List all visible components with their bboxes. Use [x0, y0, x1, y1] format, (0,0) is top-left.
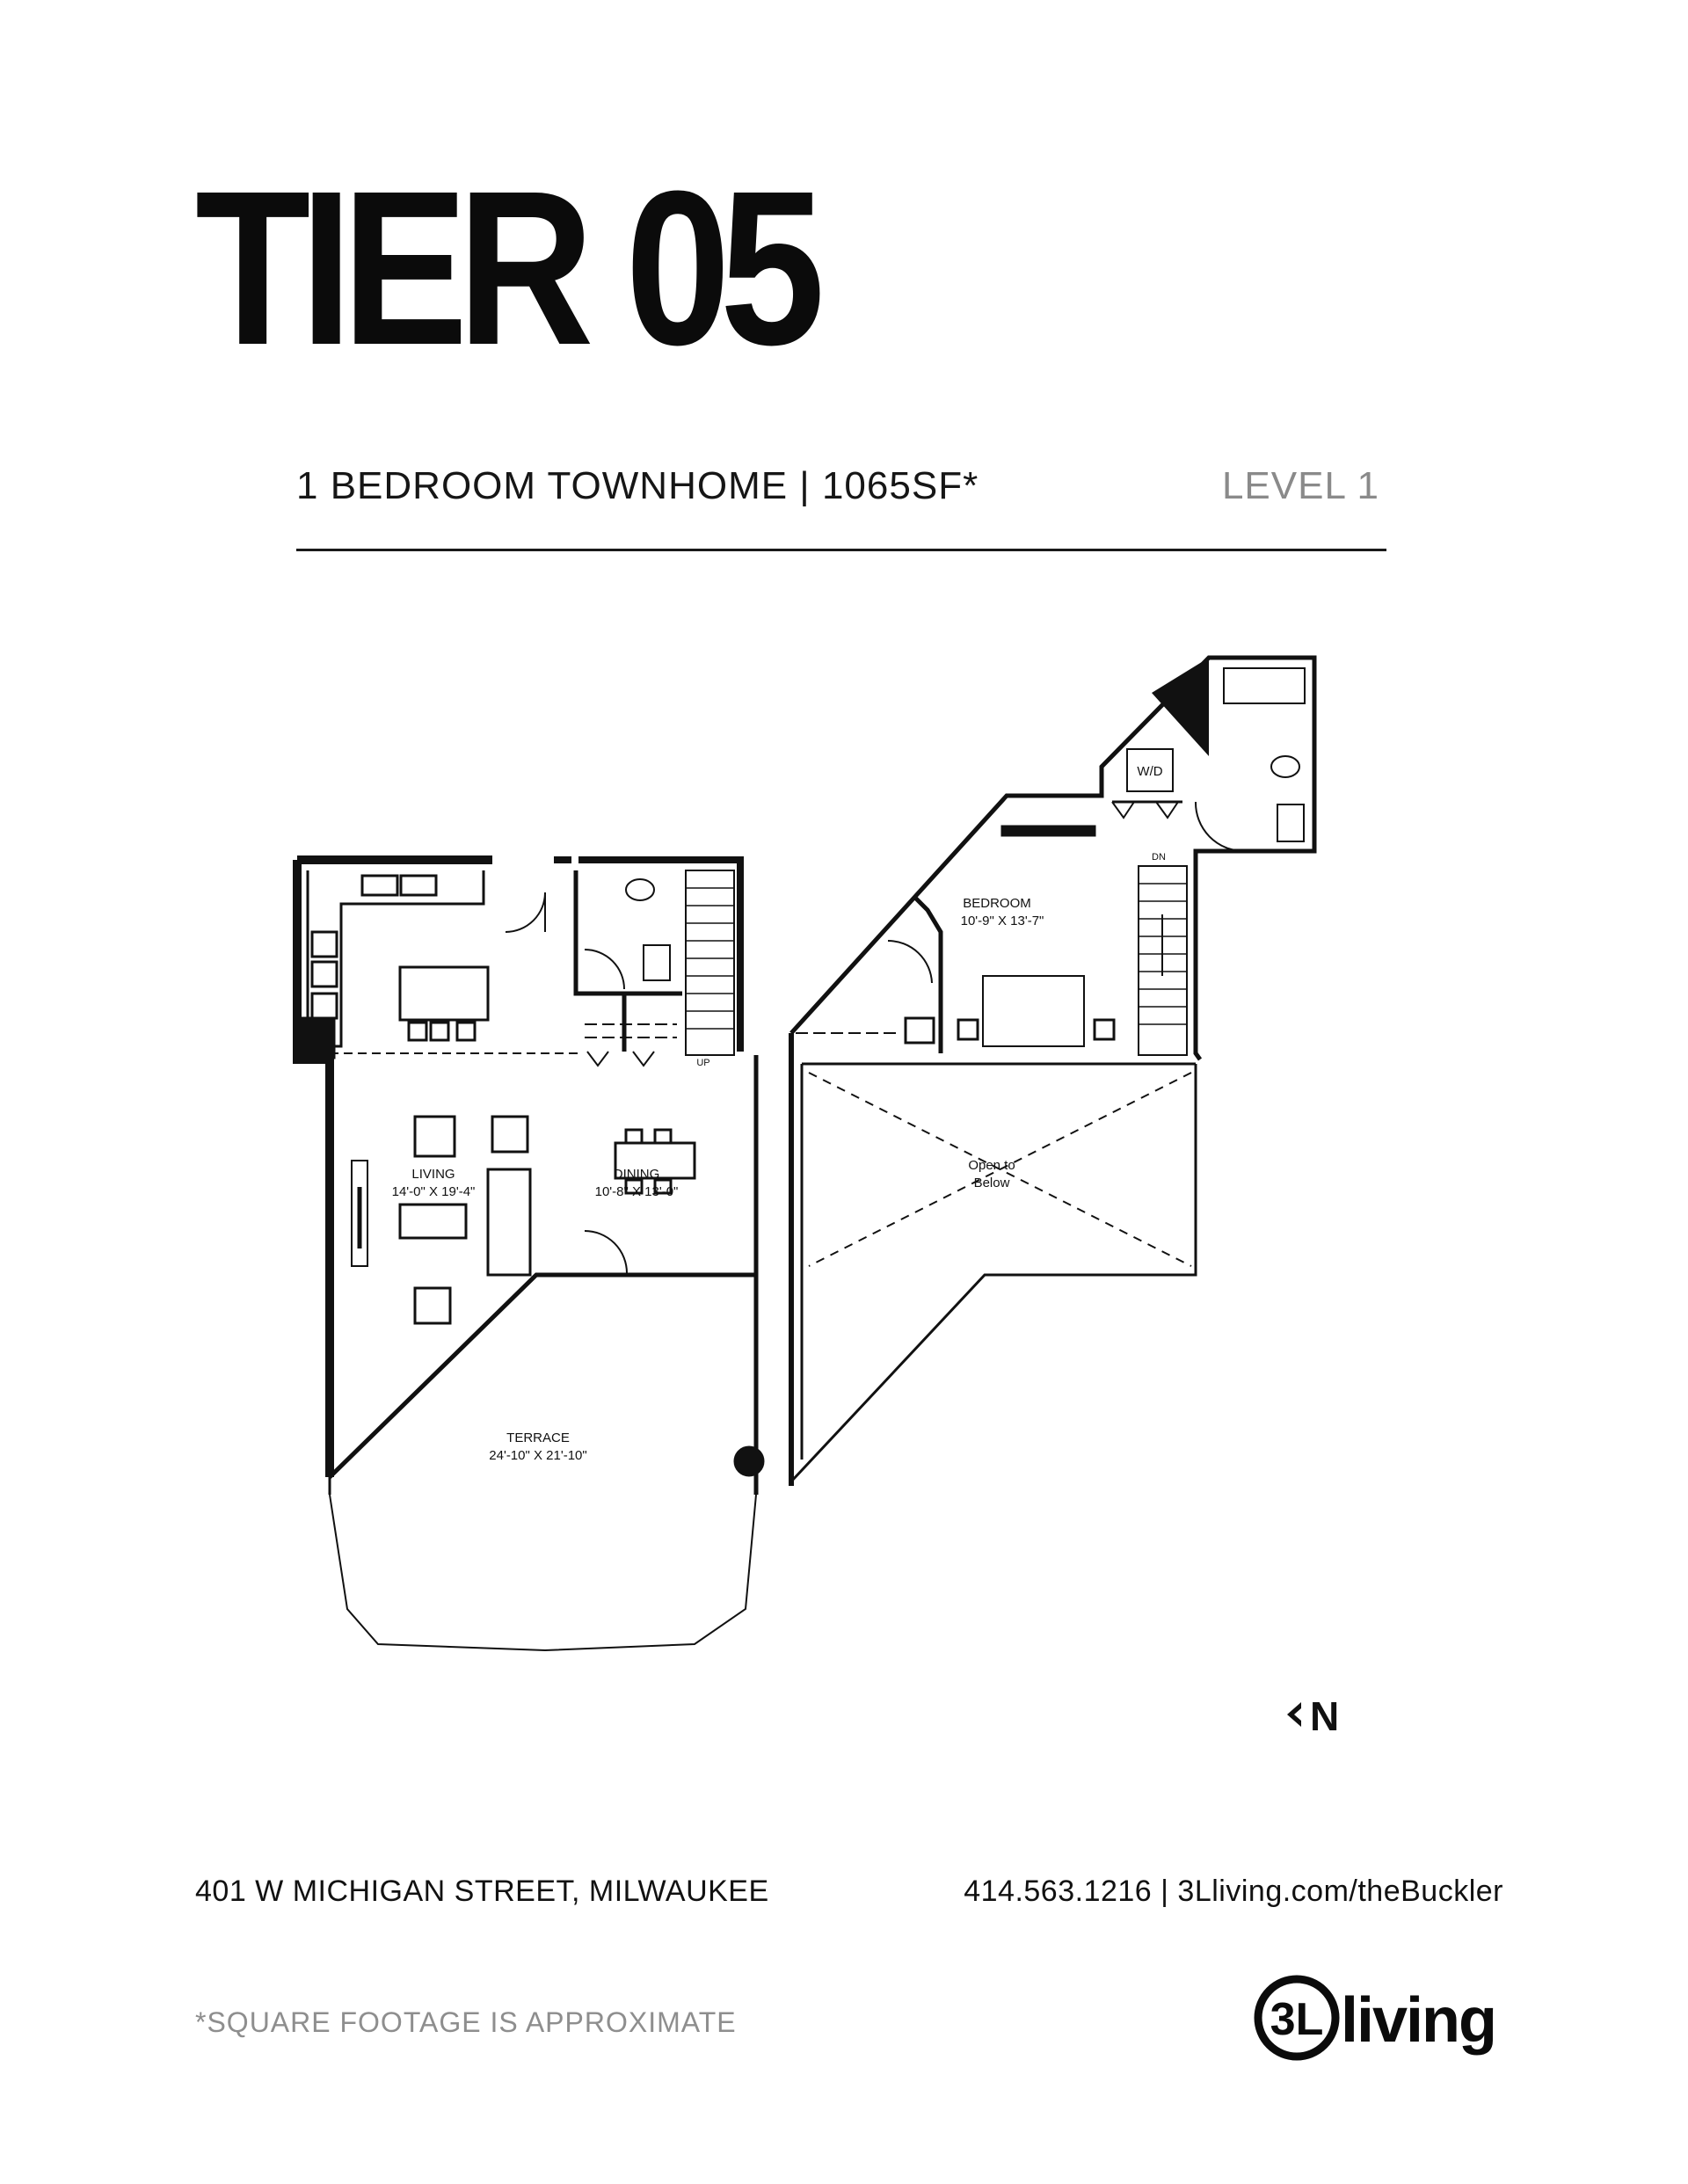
header-divider	[296, 549, 1386, 551]
bath-wall	[578, 856, 744, 1052]
stair-upper	[1138, 865, 1188, 1056]
washer-dryer	[1126, 748, 1174, 792]
terrace-rail	[329, 1494, 757, 1652]
open-to-below-line2: Below	[974, 1176, 1010, 1190]
upper-level-outline	[789, 655, 1317, 1061]
unit-type-and-size: 1 BEDROOM TOWNHOME | 1065SF*	[296, 464, 979, 507]
dining-name: DINING	[614, 1167, 660, 1182]
kitchen-island	[398, 965, 490, 1022]
bed	[982, 975, 1085, 1047]
bathtub	[1223, 667, 1306, 704]
living-size: 14'-0" X 19'-4"	[392, 1184, 476, 1199]
logo-mark: 3L	[1270, 1994, 1324, 2045]
page-title: TIER 05	[195, 145, 825, 390]
open-to-below-line1: Open to	[968, 1158, 1015, 1173]
living-name: LIVING	[411, 1167, 455, 1182]
logo-wordmark: living	[1341, 1985, 1495, 2056]
terrace-name: TERRACE	[506, 1431, 570, 1445]
north-arrow-icon	[1287, 1702, 1301, 1727]
dining-size: 10'-8" X 13'-0"	[595, 1184, 679, 1199]
terrace-size: 24'-10" X 21'-10"	[489, 1448, 586, 1463]
lower-level-outline	[293, 860, 334, 1477]
unit-info-row: 1 BEDROOM TOWNHOME | 1065SF* LEVEL 1	[296, 464, 1386, 517]
level-label: LEVEL 1	[1221, 464, 1379, 507]
stair-down-label: DN	[1152, 852, 1166, 863]
room-labels: BEDROOM 10'-9" X 13'-7" LIVING 14'-0" X …	[392, 764, 1166, 1463]
contact-info: 414.563.1216 | 3Lliving.com/theBuckler	[964, 1875, 1503, 1908]
stair-up-label: UP	[696, 1058, 709, 1068]
footnote: *SQUARE FOOTAGE IS APPROXIMATE	[195, 2006, 737, 2038]
stair-lower	[685, 870, 735, 1056]
property-address: 401 W MICHIGAN STREET, MILWAUKEE	[195, 1875, 769, 1908]
bedroom-name: BEDROOM	[963, 896, 1031, 911]
north-compass: N	[1287, 1693, 1339, 1739]
north-label: N	[1310, 1693, 1339, 1739]
bedroom-size: 10'-9" X 13'-7"	[961, 914, 1044, 928]
living-glass-wall	[328, 1272, 756, 1479]
washer-dryer-label: W/D	[1137, 764, 1162, 779]
3l-living-logo: 3L living	[1254, 1975, 1497, 2061]
